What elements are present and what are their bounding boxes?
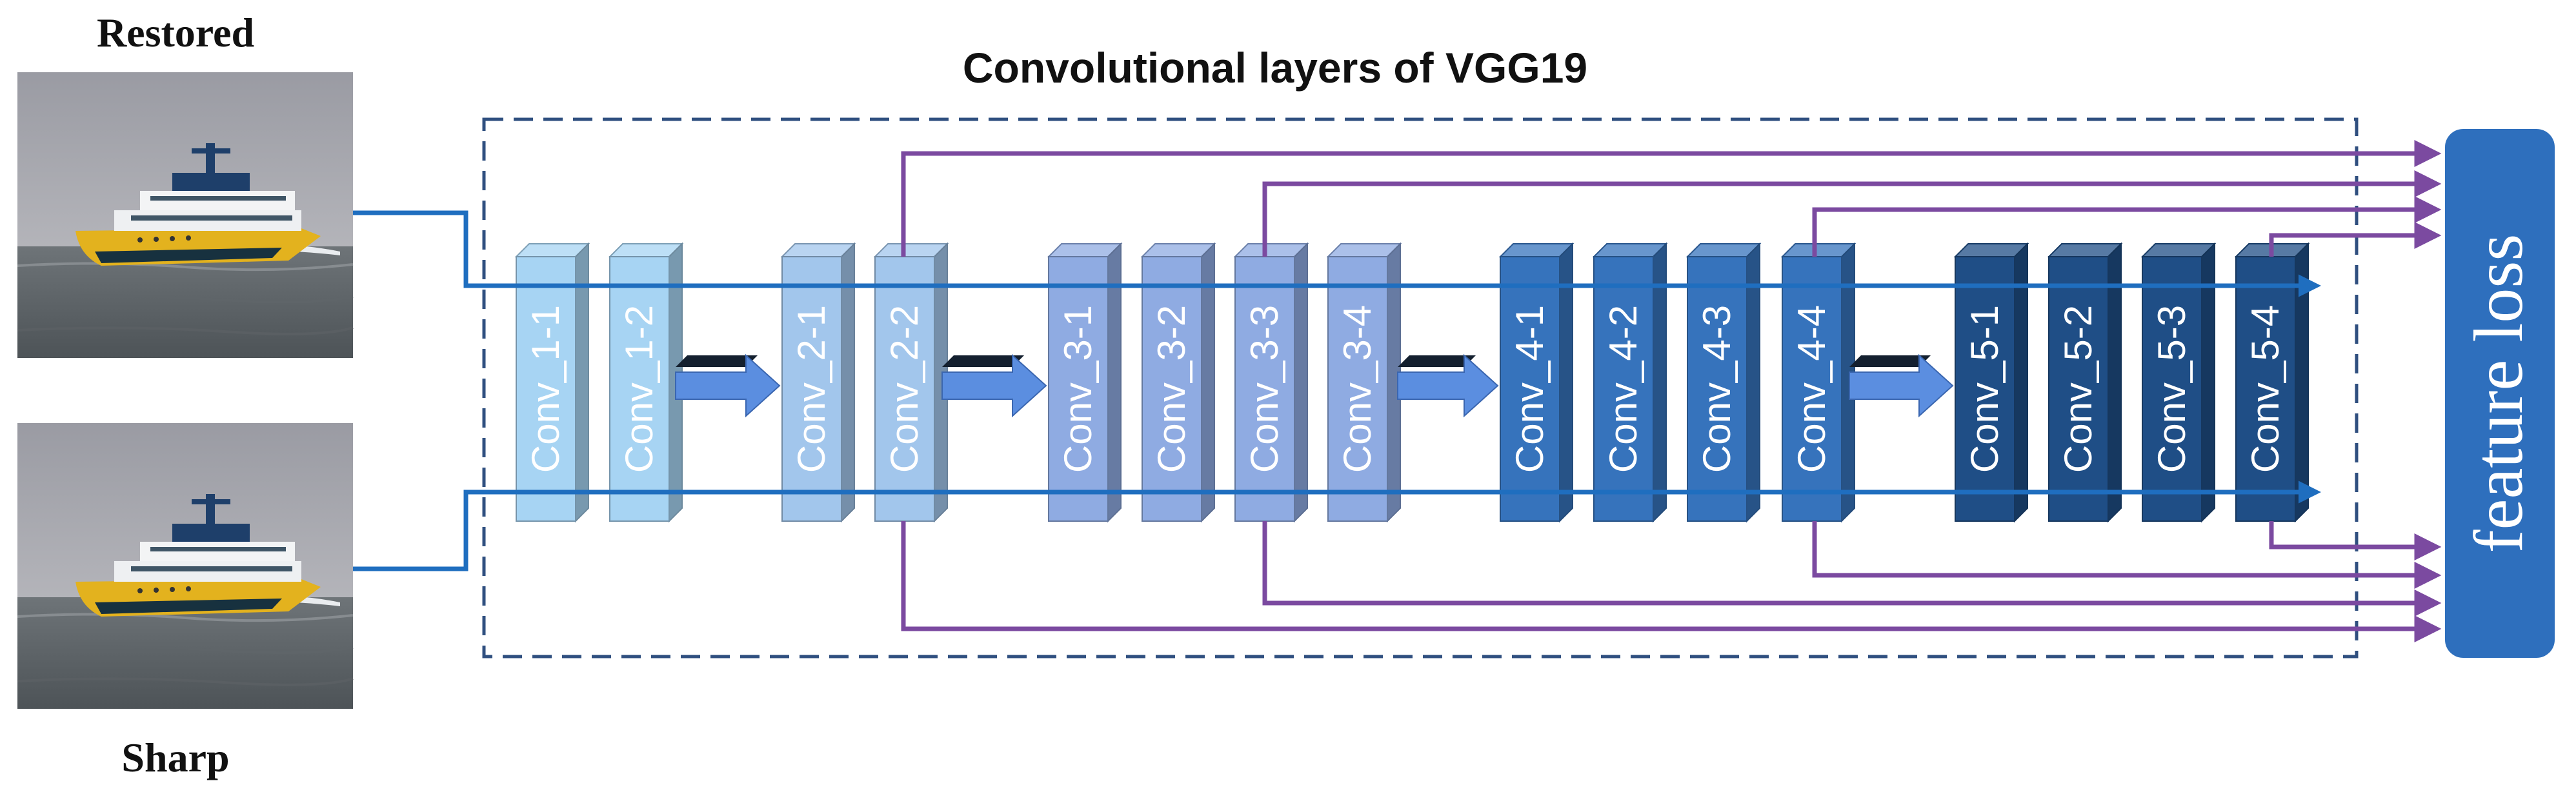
conv-block-front-face [2142,256,2202,522]
conv-layer-label: Conv_4-1 [1508,305,1551,473]
vgg19-region-border [482,117,2359,658]
conv-layer-3-1: Conv_3-1 [1047,242,1123,523]
pooling-arrow-body [941,353,1047,418]
conv-block-front-face [1593,256,1654,522]
restored-flow-line [353,210,2321,297]
feature-arrow-sharp-conv-2-2 [901,521,2442,642]
conv-layer-label: Conv_5-4 [2244,305,2287,473]
restored-image [16,71,354,359]
conv-layer-4-4: Conv_4-4 [1780,242,1857,523]
feature-arrow-restored-conv-4-4 [1812,196,2442,257]
conv-block-front-face [1234,256,1295,522]
conv-layer-label: Conv_4-4 [1790,305,1833,473]
conv-layer-label: Conv_3-1 [1056,305,1100,473]
conv-block-front-face [2048,256,2109,522]
feature-arrow-sharp-conv-5-4 [2269,521,2442,560]
pooling-arrow [675,353,781,418]
sharp-image [16,422,354,710]
conv-layer-label: Conv_5-2 [2057,305,2100,473]
feature-extraction-arrows [901,140,2442,642]
pooling-arrow-body [675,353,781,418]
conv-layer-label: Conv_2-2 [883,305,926,473]
pooling-arrow [1397,353,1499,418]
conv-layer-label: Conv_3-2 [1150,305,1193,473]
conv-block-front-face [1327,256,1388,522]
pooling-arrow [1849,353,1954,418]
conv-layer-4-3: Conv_4-3 [1685,242,1762,523]
conv-block-front-face [874,256,935,522]
pooling-arrow-body [1397,353,1499,418]
conv-block-front-face [1048,256,1109,522]
pooling-arrow-shadow [942,355,1024,367]
conv-layer-label: Conv_1-2 [618,305,661,473]
conv-layer-label: Conv_1-1 [524,305,567,473]
feature-arrow-restored-conv-2-2 [901,140,2442,257]
conv-layer-2-1: Conv_2-1 [780,242,856,523]
pooling-arrow-body [1849,353,1954,418]
conv-block-front-face [609,256,670,522]
pooling-arrow-shadow [676,355,758,367]
conv-block-front-face [1687,256,1747,522]
conv-layer-1-1: Conv_1-1 [514,242,590,523]
conv-block-front-face [1500,256,1560,522]
conv-block-front-face [1142,256,1202,522]
conv-layer-stack: Conv_1-1 Conv_1-2 Conv_2-1 Conv_2-2 Conv_3-1… [514,242,2310,523]
conv-layer-4-2: Conv_4-2 [1592,242,1668,523]
input-flow-lines [353,210,2321,571]
feature-loss-label: feature loss [2460,234,2537,553]
restored-label: Restored [97,10,254,55]
conv-layer-label: Conv_4-3 [1695,305,1738,473]
conv-layer-5-1: Conv_5-1 [1953,242,2029,523]
conv-block-front-face [781,256,842,522]
conv-layer-4-1: Conv_4-1 [1498,242,1575,523]
conv-block-front-face [1955,256,2015,522]
feature-arrow-sharp-conv-3-3 [1262,521,2442,617]
conv-layer-label: Conv_3-4 [1336,305,1379,473]
feature-arrow-sharp-conv-4-4 [1812,521,2442,589]
pooling-arrow [941,353,1047,418]
conv-layer-3-4: Conv_3-4 [1326,242,1402,523]
conv-layer-label: Conv_3-3 [1243,305,1286,473]
feature-arrow-restored-conv-5-4 [2269,222,2442,257]
conv-layer-5-3: Conv_5-3 [2140,242,2217,523]
conv-layer-3-3: Conv_3-3 [1233,242,1309,523]
conv-layer-5-2: Conv_5-2 [2047,242,2123,523]
feature-arrow-restored-conv-3-3 [1262,170,2442,257]
pooling-arrow-shadow [1849,355,1931,367]
feature-loss-box [2445,129,2555,658]
conv-layer-label: Conv_5-1 [1963,305,2006,473]
conv-block-front-face [516,256,576,522]
conv-layer-label: Conv_5-3 [2150,305,2193,473]
sharp-flow-line [353,480,2321,571]
conv-layer-2-2: Conv_2-2 [873,242,949,523]
sharp-label: Sharp [121,735,229,780]
conv-layer-label: Conv_2-1 [790,305,833,473]
conv-layer-label: Conv_4-2 [1602,305,1645,473]
diagram-title: Convolutional layers of VGG19 [963,44,1587,92]
pooling-arrow-shadow [1398,355,1476,367]
conv-block-front-face [2235,256,2296,522]
conv-layer-3-2: Conv_3-2 [1140,242,1216,523]
conv-block-front-face [1782,256,1842,522]
conv-layer-5-4: Conv_5-4 [2234,242,2310,523]
